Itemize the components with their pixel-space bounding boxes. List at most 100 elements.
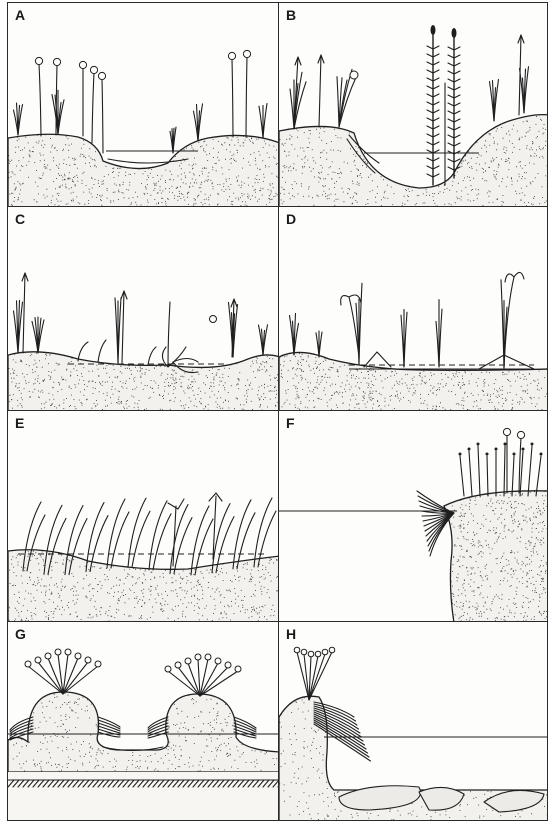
a-flower-head [35, 57, 42, 64]
panel-d-drawing [279, 207, 548, 411]
g-head [195, 654, 201, 660]
b-spike-stem [319, 55, 321, 127]
g-subsoil [8, 772, 279, 821]
panel-a-drawing [8, 3, 279, 207]
f-stalk-tip [495, 448, 498, 451]
f-stalk [478, 446, 480, 496]
b-tuft-blade [290, 89, 294, 129]
c-spike-stem [23, 273, 25, 353]
d-hummock [364, 352, 391, 367]
a-flower-head [90, 66, 97, 73]
h-head [329, 647, 335, 653]
f-stalk-tip [513, 453, 516, 456]
panel-e-drawing [8, 411, 279, 622]
c-bud [210, 316, 217, 323]
g-head [215, 658, 221, 664]
panel-h-drawing [279, 622, 548, 821]
f-stalk [504, 446, 505, 496]
f-stalk-tip [540, 453, 543, 456]
g-head [55, 649, 61, 655]
a-tuft-blade [263, 104, 267, 138]
g-head [235, 666, 241, 672]
e-arching-leaf [128, 498, 146, 567]
g-head [45, 653, 51, 659]
e-arching-leaf [107, 499, 125, 568]
g-stalk [200, 659, 208, 696]
e-arching-leaf [254, 498, 272, 567]
a-tuft-blade [259, 106, 263, 138]
h-stalk [309, 652, 332, 700]
f-stalk-tip [522, 448, 525, 451]
a-ground [8, 134, 279, 207]
f-stalk [487, 456, 488, 496]
f-flower-head [503, 428, 510, 435]
e-arching-leaf [149, 501, 167, 570]
f-stalk-tip [459, 453, 462, 456]
f-stalk-tip [486, 453, 489, 456]
b-horsetail-cone [452, 28, 457, 38]
a-flower-stalk [232, 59, 233, 137]
f-stalk [528, 446, 532, 496]
f-stalk-tip [504, 443, 507, 446]
panel-d: D [278, 206, 548, 411]
f-stalk-tip [468, 448, 471, 451]
h-head [294, 647, 300, 653]
panel-label-g: G [15, 626, 26, 642]
a-flower-stalk [92, 73, 94, 143]
a-flower-head [228, 52, 235, 59]
h-head [301, 649, 307, 655]
g-head [25, 661, 31, 667]
d-nodding [341, 295, 361, 357]
f-stalk [512, 456, 514, 496]
b-bud [350, 71, 358, 79]
d-hummock [479, 355, 534, 369]
h-stalk [297, 652, 309, 700]
panel-label-c: C [15, 211, 25, 227]
h-head [322, 649, 328, 655]
a-flower-stalk [102, 79, 103, 153]
panel-e: E [7, 410, 279, 622]
a-flower-head [243, 50, 250, 57]
panel-c: C [7, 206, 279, 411]
a-flower-stalk [246, 57, 247, 137]
g-head [85, 657, 91, 663]
a-flower-head [98, 72, 105, 79]
c-spike-stem [122, 291, 124, 363]
f-stalk [460, 456, 464, 496]
panel-label-e: E [15, 415, 24, 431]
c-ground [8, 352, 279, 411]
panel-label-b: B [286, 7, 296, 23]
e-arching-leaf [233, 500, 251, 569]
g-head [95, 661, 101, 667]
f-stalk-tip [477, 443, 480, 446]
g-head [185, 658, 191, 664]
g-side-leaf [98, 717, 120, 727]
g-head [175, 662, 181, 668]
a-flower-stalk [39, 64, 41, 136]
panel-label-d: D [286, 211, 296, 227]
panel-g: G [7, 621, 279, 821]
f-stalk-tip [531, 443, 534, 446]
panel-label-a: A [15, 7, 25, 23]
g-head [65, 649, 71, 655]
g-ground [8, 692, 279, 772]
a-flower-head [53, 58, 60, 65]
panel-label-f: F [286, 415, 295, 431]
panel-b-drawing [279, 3, 548, 207]
panel-f: F [278, 410, 548, 622]
a-flower-head [79, 61, 86, 68]
g-head [35, 657, 41, 663]
g-side-leaf [234, 717, 256, 728]
h-head [315, 651, 321, 657]
g-stalk [200, 671, 238, 696]
f-stalk [469, 451, 472, 496]
panel-b: B [278, 2, 548, 207]
panel-label-h: H [286, 626, 296, 642]
g-head [205, 654, 211, 660]
f-stalk [536, 456, 541, 496]
e-arching-leaf [174, 518, 192, 574]
panel-h: H [278, 621, 548, 821]
h-head [308, 651, 314, 657]
g-head [225, 662, 231, 668]
